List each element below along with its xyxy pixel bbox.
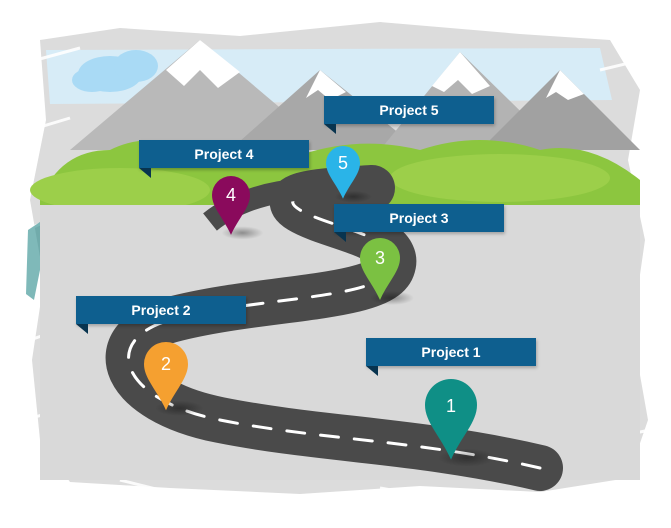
location-pin-icon: [360, 238, 400, 300]
project-5-banner: Project 5: [324, 96, 494, 134]
project-3-banner: Project 3: [334, 204, 504, 242]
pin-4-number: 4: [225, 185, 236, 205]
project-1-label: Project 1: [421, 344, 481, 360]
milestone-pins: [144, 146, 496, 467]
project-2-banner: Project 2: [76, 296, 246, 334]
banner-fold: [366, 366, 378, 376]
project-4-label: Project 4: [194, 146, 254, 162]
project-3-label: Project 3: [389, 210, 449, 226]
pin-1-number: 1: [445, 396, 456, 416]
cloud: [72, 50, 158, 92]
banner-fold: [76, 324, 88, 334]
banner-fold: [334, 232, 346, 242]
project-1-banner: Project 1: [366, 338, 536, 376]
project-2-label: Project 2: [131, 302, 191, 318]
pin-shadow: [155, 400, 204, 416]
project-4-banner: Project 4: [139, 140, 309, 178]
banner-fold: [324, 124, 336, 134]
project-5-label: Project 5: [379, 102, 439, 118]
location-pin-icon: [326, 146, 360, 199]
pin-shadow: [438, 448, 496, 467]
pin-2-number: 2: [160, 354, 171, 374]
location-pin-icon: [425, 379, 477, 460]
pin-5-number: 5: [337, 153, 348, 173]
location-pin-icon: [144, 342, 188, 411]
location-pin-icon: [212, 176, 250, 235]
pin-3-number: 3: [374, 248, 385, 268]
banner-fold: [139, 168, 151, 178]
